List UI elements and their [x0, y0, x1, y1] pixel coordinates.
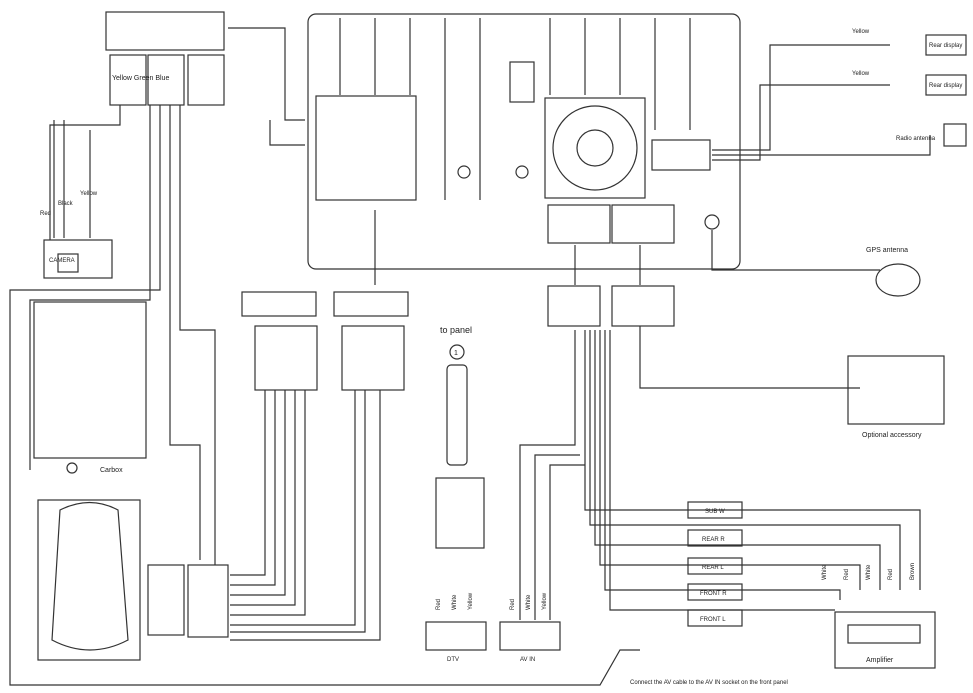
tag-sub-w: [687, 501, 743, 519]
plug-d: [333, 291, 409, 317]
label-carbox: Carbox: [100, 467, 123, 474]
rear-display-1: [925, 34, 967, 56]
plug-d-body: [341, 325, 405, 391]
label-amp-white-1: White: [822, 564, 828, 580]
head-unit-fins: [339, 18, 691, 200]
tag-front-l: [687, 609, 743, 627]
conn-blank: [187, 54, 225, 106]
label-dtv-yellow: Yellow: [468, 592, 474, 610]
label-sub-w: SUB W: [705, 509, 725, 515]
fan-icon: [552, 105, 638, 191]
arrow-line-1: [228, 27, 305, 121]
output-box-1: [547, 285, 601, 327]
rear-display-2: [925, 74, 967, 96]
label-rear-l: REAR L: [702, 565, 724, 571]
antenna-socket: [651, 139, 711, 171]
label-av-red: Red: [510, 599, 516, 610]
car-panel: [37, 499, 141, 661]
label-circle-one: 1: [454, 350, 458, 357]
output-box-2: [611, 285, 675, 327]
carbox-panel: [33, 301, 147, 459]
top-left-connector: [105, 11, 225, 51]
screw-right: [515, 165, 529, 179]
label-yellow-green-blue: Yellow Green Blue: [112, 75, 169, 82]
circle-one-icon: [449, 344, 465, 360]
speaker-wires: [584, 330, 921, 611]
label-dtv-red: Red: [436, 599, 442, 610]
label-camera: CAMERA: [49, 258, 75, 264]
label-av-in: AV IN: [520, 657, 535, 663]
label-rear-r: REAR R: [702, 537, 725, 543]
gps-antenna-icon: [875, 263, 921, 297]
optional-accessory-box: [847, 355, 945, 425]
tag-rear-l: [687, 557, 743, 575]
plug-a: [547, 204, 611, 244]
av-in-box: [499, 621, 561, 651]
plug-b: [611, 204, 675, 244]
tag-front-r: [687, 583, 743, 601]
usb-slot: [509, 61, 535, 103]
amplifier-box: [834, 611, 936, 669]
dtv-cable-tag: [435, 477, 485, 549]
amplifier-panel: [847, 624, 921, 644]
label-optional-accessory: Optional accessory: [862, 432, 922, 439]
label-yellow: Yellow: [80, 191, 98, 197]
fan-housing: [544, 97, 646, 199]
av-jack: [446, 364, 468, 466]
arrow-line-2: [269, 120, 305, 146]
label-yellow-top-1: Yellow: [852, 29, 870, 35]
label-rear-display-2: Rear display: [929, 83, 962, 89]
iso-connector-block: [315, 95, 417, 201]
footnote: Connect the AV cable to the AV IN socket…: [630, 680, 788, 686]
camera-icon: [57, 253, 79, 273]
conn-green-blue: [147, 54, 185, 106]
label-yellow-top-2: Yellow: [852, 71, 870, 77]
head-unit-body: [307, 13, 741, 270]
label-red: Red: [40, 211, 51, 217]
label-av-yellow: Yellow: [542, 592, 548, 610]
ground-icon: [66, 462, 78, 474]
label-radio-antenna: Radio antenna: [896, 136, 936, 142]
car-icon: [51, 501, 129, 651]
label-av-white: White: [526, 594, 532, 610]
label-black: Black: [58, 201, 74, 207]
label-amp-red-2: Red: [888, 569, 894, 580]
plug-c: [241, 291, 317, 317]
label-amp-red-1: Red: [844, 569, 850, 580]
radio-antenna-box: [943, 123, 967, 147]
label-front-r: FRONT R: [700, 591, 727, 597]
fan-hub: [576, 129, 614, 167]
label-rear-display-1: Rear display: [929, 43, 962, 49]
label-amp-white-2: White: [866, 564, 872, 580]
harness-left: [147, 564, 185, 636]
label-front-l: FRONT L: [700, 617, 726, 623]
dtv-box: [425, 621, 487, 651]
label-amp-brown: Brown: [910, 563, 916, 580]
screw-left: [457, 165, 471, 179]
label-dtv: DTV: [447, 657, 459, 663]
camera-box: [43, 239, 113, 279]
label-amplifier: Amplifier: [866, 657, 894, 664]
label-to-panel: to panel: [440, 325, 472, 335]
harness-right: [187, 564, 229, 638]
label-dtv-white: White: [452, 594, 458, 610]
tag-rear-r: [687, 529, 743, 547]
label-gps-antenna: GPS antenna: [866, 247, 908, 254]
gps-socket: [704, 214, 720, 230]
conn-yellow: [109, 54, 147, 106]
harness-wires: [230, 390, 381, 641]
plug-c-body: [254, 325, 318, 391]
